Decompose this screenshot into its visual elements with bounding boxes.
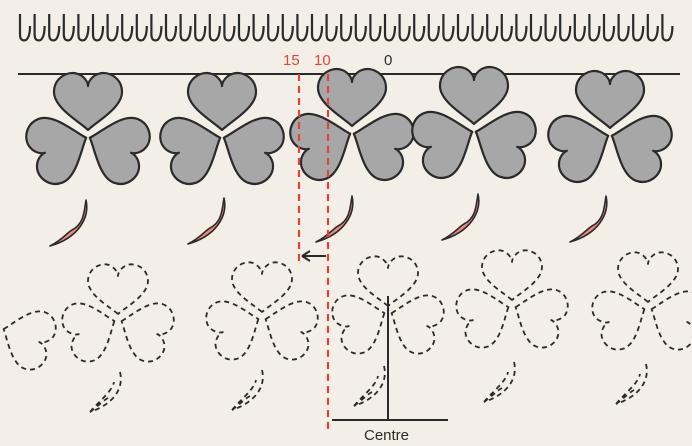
tick-label-15: 15 — [283, 52, 300, 69]
border-loop — [166, 14, 176, 40]
border-loop — [370, 14, 380, 40]
border-loop — [662, 14, 672, 40]
dashed-shamrock — [587, 252, 692, 354]
border-loop — [619, 14, 629, 40]
border-loop — [516, 14, 526, 40]
border-loop — [589, 14, 599, 40]
border-loop — [108, 14, 118, 40]
border-loop — [224, 14, 234, 40]
border-loop — [137, 14, 147, 40]
solid-shamrock — [155, 73, 289, 189]
border-loop — [254, 14, 264, 40]
loop-border — [20, 14, 672, 40]
border-loop — [356, 14, 366, 40]
stem-shape — [316, 196, 353, 242]
border-loop — [575, 14, 585, 40]
border-loop — [210, 14, 220, 40]
border-loop — [49, 14, 59, 40]
border-loop — [473, 14, 483, 40]
stem-shape — [188, 198, 225, 244]
border-loop — [458, 14, 468, 40]
solid-shamrock — [285, 69, 419, 185]
border-loop — [327, 14, 337, 40]
border-loop — [341, 14, 351, 40]
border-loop — [93, 14, 103, 40]
border-loop — [385, 14, 395, 40]
border-loop — [546, 14, 556, 40]
dashed-shamrock-partial — [0, 301, 61, 374]
border-loop — [195, 14, 205, 40]
border-loop — [531, 14, 541, 40]
border-loop — [297, 14, 307, 40]
stem-shape — [442, 194, 479, 240]
tick-label-0: 0 — [384, 52, 392, 69]
border-loop — [268, 14, 278, 40]
border-loop — [648, 14, 658, 40]
border-loop — [560, 14, 570, 40]
dashed-stem — [354, 366, 385, 406]
dashed-stem — [90, 372, 121, 412]
dashed-stem — [616, 364, 647, 404]
border-loop — [78, 14, 88, 40]
border-loop — [312, 14, 322, 40]
border-loop — [429, 14, 439, 40]
border-loop — [181, 14, 191, 40]
dashed-shamrock — [451, 250, 572, 352]
border-loop — [443, 14, 453, 40]
border-loop — [414, 14, 424, 40]
centre-guide: Centre — [332, 296, 448, 444]
dashed-stem — [232, 370, 263, 410]
border-loop — [20, 14, 30, 40]
stem-shape — [570, 196, 607, 242]
dashed-shamrock-row — [0, 250, 692, 412]
border-loop — [502, 14, 512, 40]
stem-shape — [50, 200, 87, 246]
centre-label: Centre — [364, 427, 409, 444]
solid-shamrock — [543, 71, 677, 187]
dashed-shamrock — [57, 264, 178, 366]
border-loop — [633, 14, 643, 40]
solid-shamrock-row — [21, 67, 677, 246]
border-loop — [400, 14, 410, 40]
border-loop — [487, 14, 497, 40]
dashed-stem — [484, 362, 515, 402]
border-loop — [239, 14, 249, 40]
border-loop — [604, 14, 614, 40]
tick-label-10: 10 — [314, 52, 331, 69]
border-loop — [35, 14, 45, 40]
solid-shamrock — [21, 73, 155, 189]
dashed-shamrock — [201, 262, 322, 364]
border-loop — [122, 14, 132, 40]
solid-shamrock — [407, 67, 541, 183]
border-loop — [64, 14, 74, 40]
border-loop — [283, 14, 293, 40]
border-loop — [151, 14, 161, 40]
